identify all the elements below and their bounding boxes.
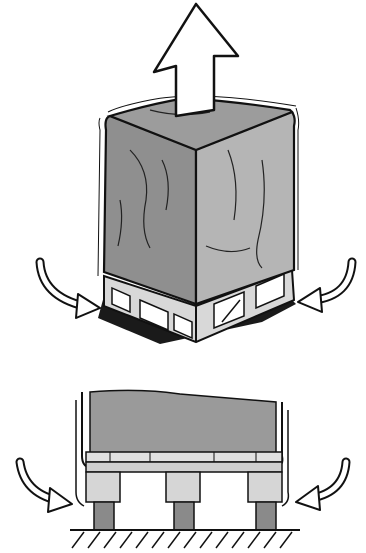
bottom-view: [15, 389, 351, 549]
pallet-legs: [85, 471, 283, 531]
curved-arrow-left-icon: [35, 257, 101, 319]
curved-arrow-left-icon: [15, 457, 73, 513]
up-arrow-icon: [152, 2, 240, 118]
ground-hatching: [70, 529, 300, 549]
top-view: [35, 2, 357, 344]
curved-arrow-right-icon: [297, 257, 357, 313]
pallet-base: [103, 268, 296, 344]
curved-arrow-right-icon: [295, 457, 351, 511]
cover-side-section: [89, 389, 277, 457]
pallet-deck: [85, 451, 283, 473]
cover-wrinkles: [117, 109, 265, 269]
cover-outline: [97, 95, 300, 277]
